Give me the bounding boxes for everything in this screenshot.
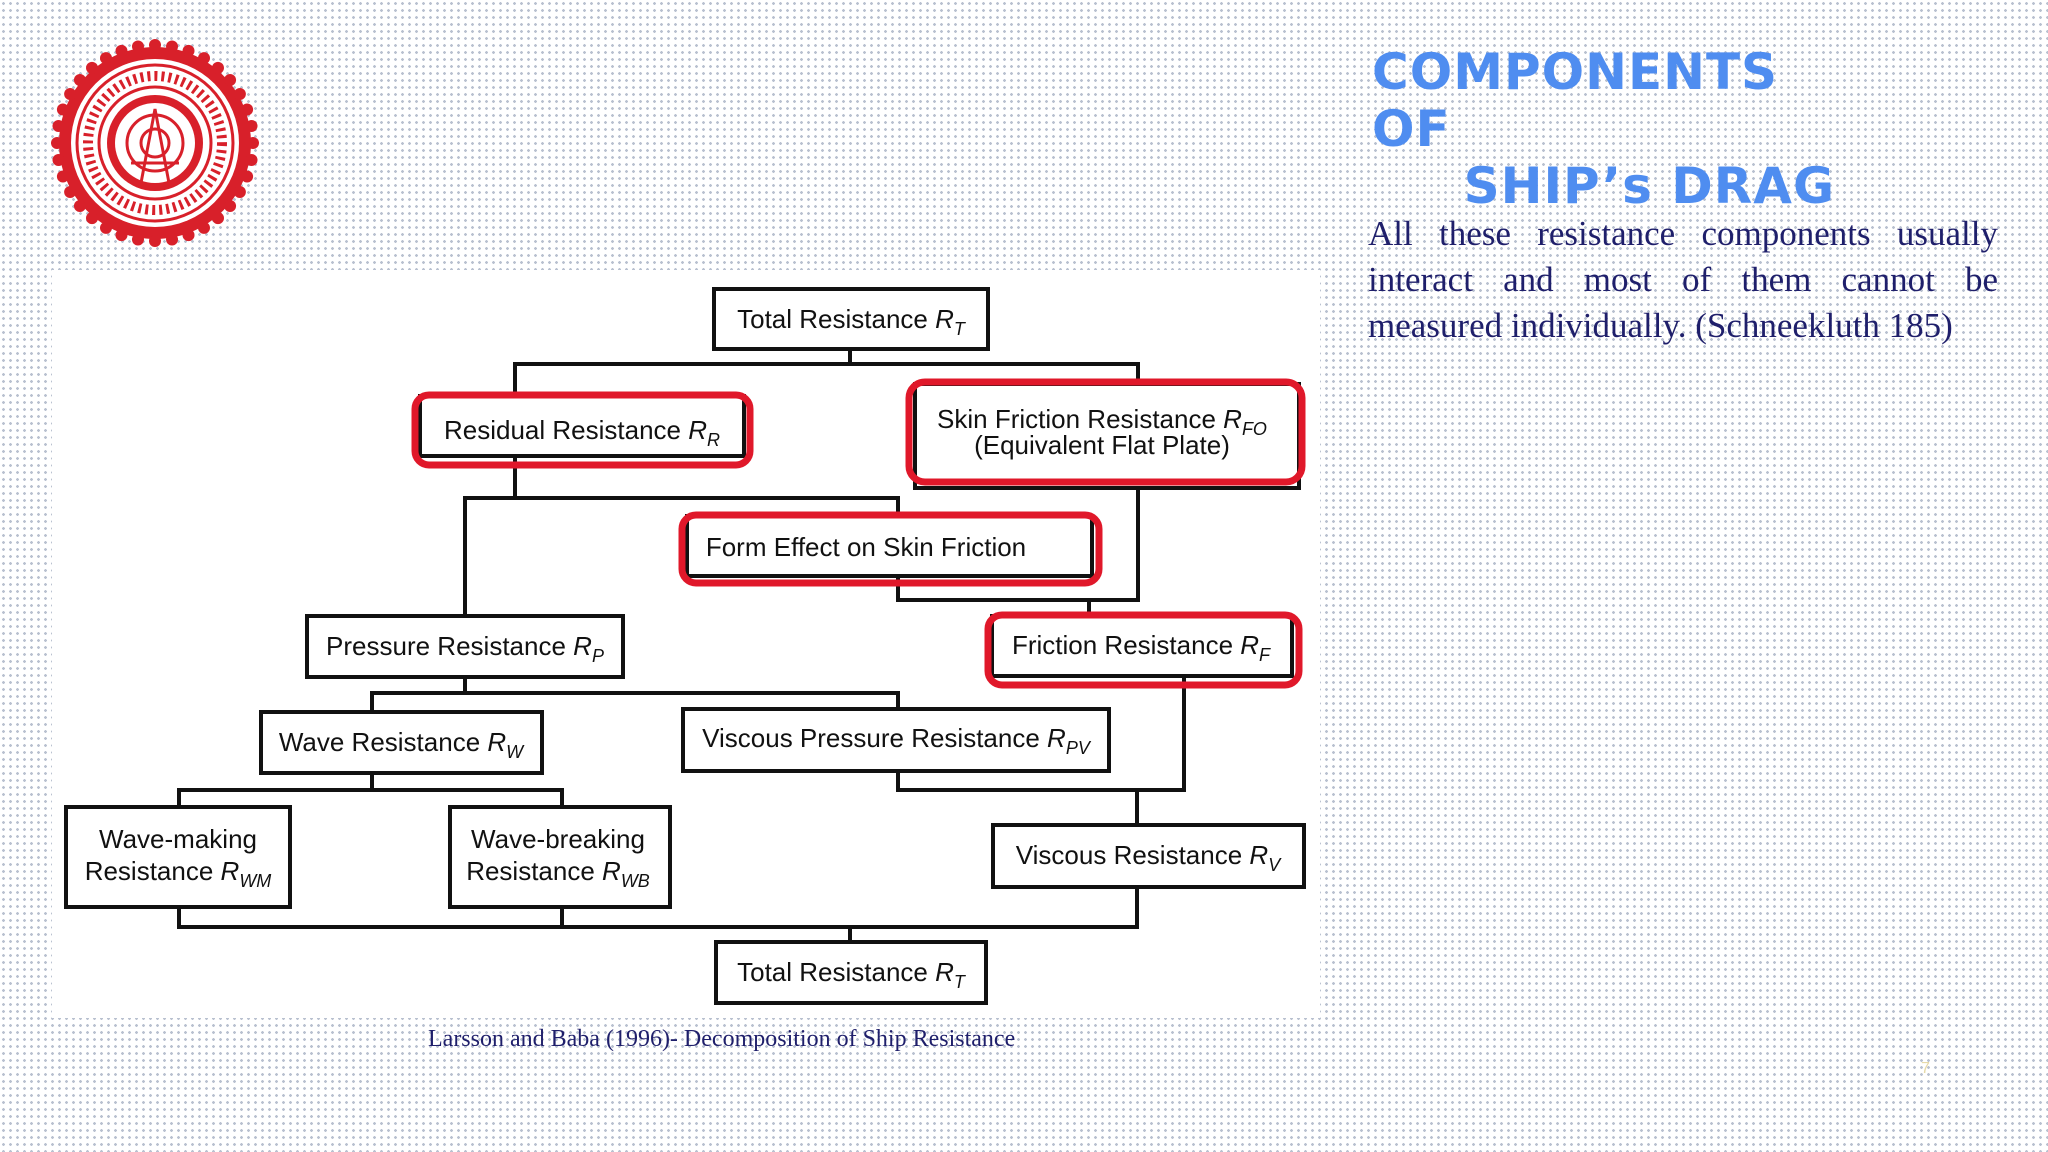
- node-viscous-sub: V: [1268, 855, 1282, 875]
- node-wave-making-resistance: Wave-making Resistance RWM: [64, 805, 292, 909]
- node-total-resistance-bottom: Total Resistance RT: [714, 940, 988, 1005]
- node-pressure-sub: P: [592, 646, 604, 666]
- node-total-resistance-top: Total Resistance RT: [712, 287, 990, 351]
- node-form-effect: Form Effect on Skin Friction: [678, 511, 1103, 587]
- node-wave-making-label: Resistance: [85, 856, 221, 886]
- node-wave-var: R: [487, 727, 506, 757]
- node-skin-friction-label: Skin Friction Resistance: [937, 404, 1223, 434]
- svg-text:Friction Resistance RF: Friction Resistance RF: [1012, 630, 1271, 665]
- node-viscous-pressure-label: Viscous Pressure Resistance: [702, 723, 1047, 753]
- node-residual-sub: R: [707, 430, 720, 450]
- node-viscous-pressure-sub: PV: [1066, 738, 1092, 758]
- svg-text:Skin Friction Resistance RFO: Skin Friction Resistance RFO: [937, 404, 1267, 439]
- node-viscous-pressure-var: R: [1047, 723, 1066, 753]
- node-friction-label: Friction Resistance: [1012, 630, 1240, 660]
- node-total-bottom-sub: T: [954, 972, 967, 992]
- node-total-bottom-label: Total Resistance: [737, 957, 935, 987]
- node-viscous-var: R: [1249, 840, 1268, 870]
- node-total-bottom-var: R: [935, 957, 954, 987]
- svg-text:Viscous Resistance RV: Viscous Resistance RV: [1016, 840, 1282, 875]
- node-skin-friction-line2: (Equivalent Flat Plate): [974, 430, 1230, 460]
- node-wave-label: Wave Resistance: [279, 727, 488, 757]
- node-residual-var: R: [688, 415, 707, 445]
- iit-delhi-logo: [50, 38, 260, 248]
- node-wave-breaking-line1: Wave-breaking: [471, 824, 645, 854]
- node-viscous-label: Viscous Resistance: [1016, 840, 1250, 870]
- node-form-effect-label: Form Effect on Skin Friction: [706, 532, 1026, 562]
- node-wave-resistance: Wave Resistance RW: [259, 710, 544, 775]
- svg-text:Total Resistance RT: Total Resistance RT: [737, 957, 967, 992]
- node-skin-friction-var: R: [1223, 404, 1242, 434]
- page-number: 7: [1921, 1060, 1930, 1077]
- node-wave-making-sub: WM: [239, 871, 271, 891]
- slide-title: COMPONENTS OF SHIP’s DRAG: [1300, 44, 1835, 215]
- node-viscous-pressure-resistance: Viscous Pressure Resistance RPV: [681, 707, 1111, 773]
- node-residual-label: Residual Resistance: [444, 415, 688, 445]
- diagram-caption: Larsson and Baba (1996)- Decomposition o…: [428, 1026, 1016, 1052]
- body-paragraph: All these resistance components usually …: [1368, 214, 1998, 345]
- node-total-top-var: R: [935, 304, 954, 334]
- node-wave-breaking-label: Resistance: [466, 856, 602, 886]
- svg-text:Pressure Resistance RP: Pressure Resistance RP: [326, 631, 604, 666]
- node-pressure-resistance: Pressure Resistance RP: [305, 614, 625, 679]
- node-friction-var: R: [1240, 630, 1259, 660]
- svg-text:Wave Resistance RW: Wave Resistance RW: [279, 727, 525, 762]
- svg-text:Resistance RWM: Resistance RWM: [85, 856, 272, 891]
- node-skin-friction-sub: FO: [1242, 419, 1267, 439]
- node-skin-friction-resistance: Skin Friction Resistance RFO (Equivalent…: [905, 378, 1306, 490]
- svg-text:Resistance RWB: Resistance RWB: [466, 856, 650, 891]
- svg-text:Viscous Pressure Resistance RP: Viscous Pressure Resistance RPV: [702, 723, 1092, 758]
- title-line-2: SHIP’s DRAG: [1463, 157, 1835, 215]
- node-total-top-sub: T: [954, 319, 967, 339]
- node-friction-sub: F: [1259, 645, 1271, 665]
- node-total-top-label: Total Resistance: [737, 304, 935, 334]
- node-wave-making-var: R: [221, 856, 240, 886]
- node-wave-breaking-resistance: Wave-breaking Resistance RWB: [448, 805, 672, 909]
- node-friction-resistance: Friction Resistance RF: [984, 611, 1303, 689]
- node-wave-sub: W: [506, 742, 525, 762]
- title-line-1: COMPONENTS OF: [1372, 43, 1779, 158]
- svg-text:Residual Resistance RR: Residual Resistance RR: [444, 415, 720, 450]
- resistance-diagram: Total Resistance RT Residual Resistance …: [52, 270, 1320, 1018]
- node-residual-resistance: Residual Resistance RR: [411, 391, 754, 469]
- node-viscous-resistance: Viscous Resistance RV: [991, 823, 1306, 889]
- node-wave-breaking-var: R: [602, 856, 621, 886]
- node-wave-breaking-sub: WB: [621, 871, 650, 891]
- svg-text:Total Resistance RT: Total Resistance RT: [737, 304, 967, 339]
- node-wave-making-line1: Wave-making: [99, 824, 257, 854]
- node-pressure-label: Pressure Resistance: [326, 631, 573, 661]
- node-pressure-var: R: [573, 631, 592, 661]
- connector-lines: [177, 349, 1186, 942]
